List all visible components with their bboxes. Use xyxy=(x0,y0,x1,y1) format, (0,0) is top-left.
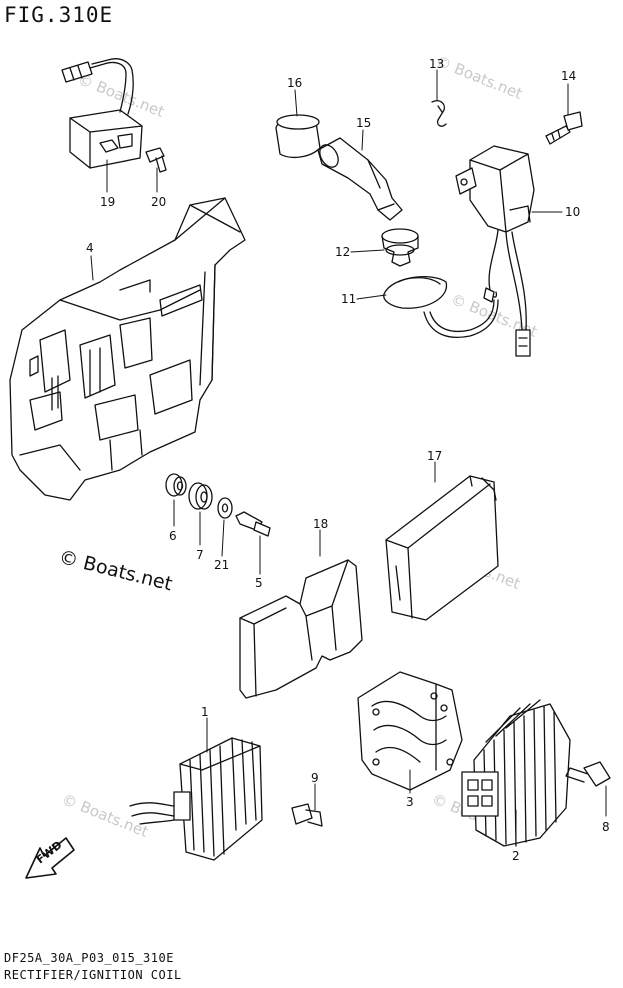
diagram-code: DF25A_30A_P03_015_310E xyxy=(4,951,174,965)
part-3-bracket[interactable] xyxy=(357,671,463,791)
callout-2: 2 xyxy=(512,849,520,863)
callout-5: 5 xyxy=(255,576,263,590)
part-2-rectifier[interactable] xyxy=(461,699,571,847)
callout-10: 10 xyxy=(565,205,580,219)
callout-1: 1 xyxy=(201,705,209,719)
part-20-bolt[interactable] xyxy=(145,147,167,173)
part-10-ignition-coil[interactable] xyxy=(455,145,535,357)
callout-13: 13 xyxy=(429,57,444,71)
part-12-plug-cover[interactable] xyxy=(381,228,419,267)
callout-15: 15 xyxy=(356,116,371,130)
part-1-rectifier[interactable] xyxy=(129,737,263,861)
high-tension-cable xyxy=(423,299,499,338)
part-5-bolt[interactable] xyxy=(235,511,271,537)
diagram-description: RECTIFIER/IGNITION COIL xyxy=(4,968,182,982)
leader-lines xyxy=(90,69,607,847)
callout-8: 8 xyxy=(602,820,610,834)
part-16-cap[interactable] xyxy=(275,114,321,159)
callout-21: 21 xyxy=(214,558,229,572)
callout-19: 19 xyxy=(100,195,115,209)
callout-17: 17 xyxy=(427,449,442,463)
part-11-seal[interactable] xyxy=(383,276,448,309)
high-tension-cable xyxy=(429,299,495,333)
callout-9: 9 xyxy=(311,771,319,785)
part-19-relay[interactable] xyxy=(61,58,143,169)
callout-12: 12 xyxy=(335,245,350,259)
part-15-plug-cap[interactable] xyxy=(316,137,403,221)
callout-11: 11 xyxy=(341,292,356,306)
figure-title: FIG.310E xyxy=(4,3,114,27)
part-8-bolt[interactable] xyxy=(565,761,611,787)
fwd-arrow: FWD xyxy=(25,837,75,879)
part-21-washer[interactable] xyxy=(217,497,233,519)
part-18-cushion[interactable] xyxy=(239,559,363,699)
callout-18: 18 xyxy=(313,517,328,531)
part-14-bolt[interactable] xyxy=(545,111,583,145)
part-13-clip[interactable] xyxy=(431,100,447,127)
part-9-bolt[interactable] xyxy=(291,803,323,827)
callout-4: 4 xyxy=(86,241,94,255)
callout-20: 20 xyxy=(151,195,166,209)
callout-numbers: 1 2 3 4 5 6 7 8 9 10 11 12 13 14 15 16 1… xyxy=(86,57,610,863)
callout-14: 14 xyxy=(561,69,576,83)
callout-6: 6 xyxy=(169,529,177,543)
part-7-collar[interactable] xyxy=(188,482,213,510)
callout-3: 3 xyxy=(406,795,414,809)
callout-16: 16 xyxy=(287,76,302,90)
part-4-bracket[interactable] xyxy=(9,197,246,501)
callout-7: 7 xyxy=(196,548,204,562)
part-17-cdi-unit[interactable] xyxy=(385,475,499,621)
part-6-grommet[interactable] xyxy=(165,473,187,497)
